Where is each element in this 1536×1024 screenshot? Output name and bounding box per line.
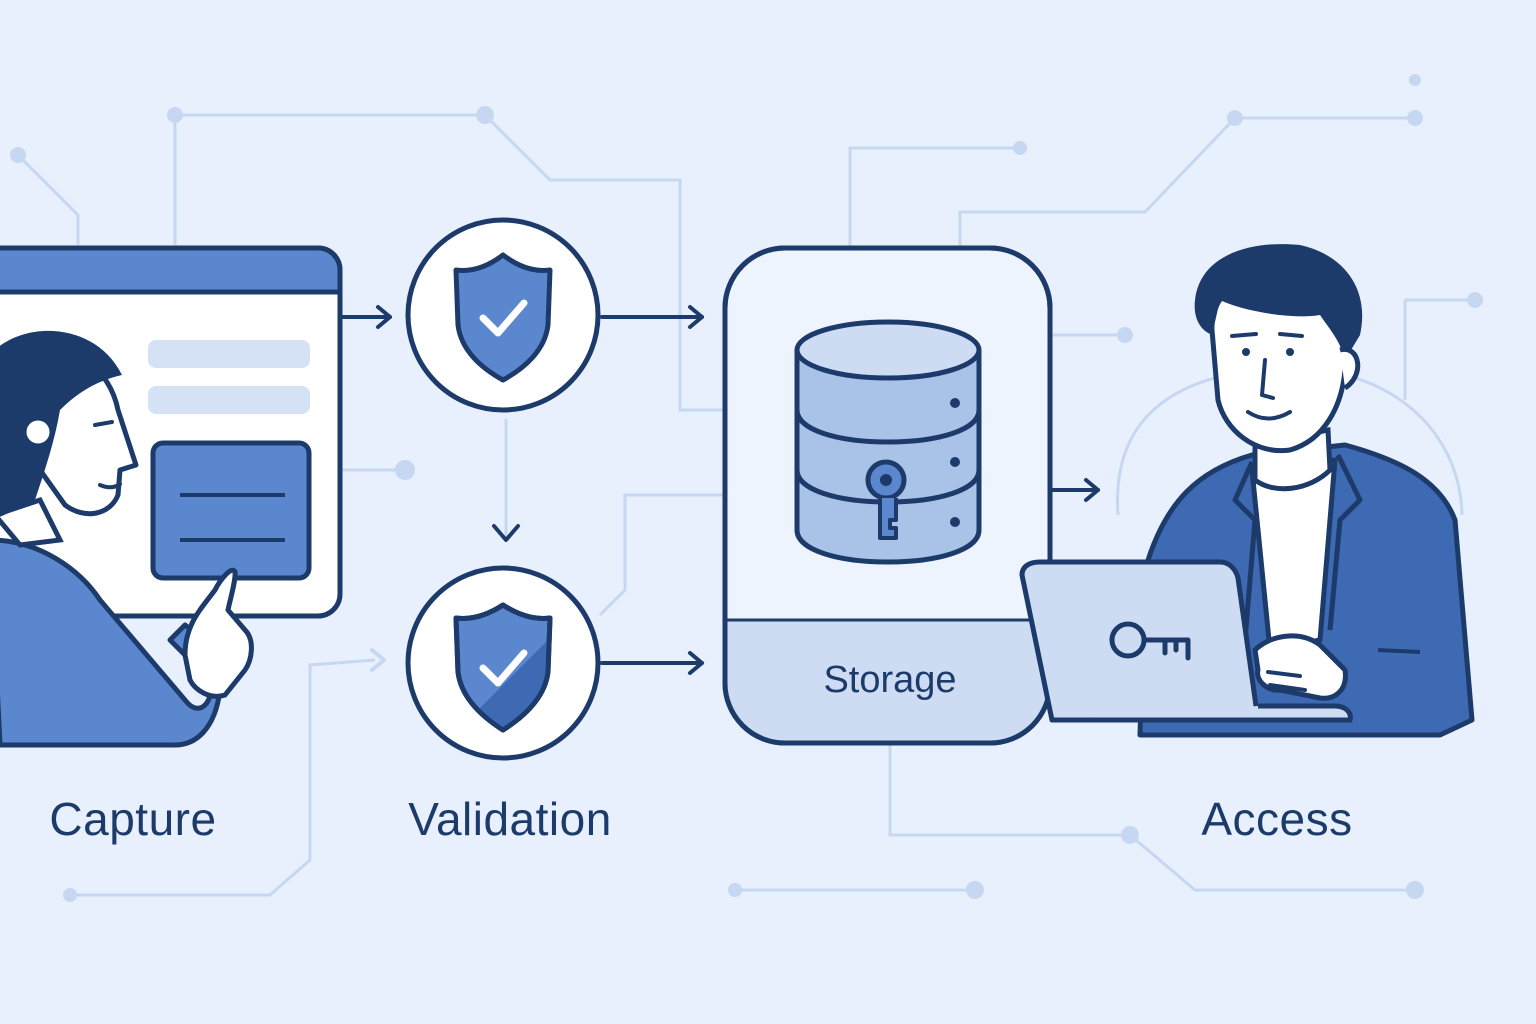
form-submit-panel <box>150 440 312 581</box>
locked-database-icon <box>794 319 982 565</box>
stage-label-access: Access <box>1201 793 1353 845</box>
storage-label: Storage <box>823 659 956 701</box>
validation-shield-top <box>405 217 601 413</box>
keyhole-key-icon <box>865 459 907 540</box>
capture-person <box>0 330 254 748</box>
arrow-inflow-faint <box>370 648 386 672</box>
arrow-validation-down <box>492 418 520 542</box>
flow-arrows <box>340 305 1100 675</box>
stage-label-capture: Capture <box>49 793 217 845</box>
arrow-validation-to-storage-top <box>600 305 704 329</box>
access-illustration <box>1019 244 1475 738</box>
capture-illustration <box>0 245 343 748</box>
form-field-2 <box>148 386 310 414</box>
validation-shield-bottom <box>405 565 601 761</box>
key-icon <box>1109 621 1191 661</box>
arrow-validation-to-storage-bottom <box>600 651 704 675</box>
arrow-storage-to-access <box>1048 478 1100 502</box>
storage-card: Storage <box>722 245 1053 746</box>
shield-check-icon <box>453 252 553 383</box>
arrow-capture-to-validation <box>340 305 392 329</box>
laptop <box>1019 559 1353 723</box>
circuit-nodes <box>10 74 1483 902</box>
stage-label-validation: Validation <box>408 793 612 845</box>
form-field-1 <box>148 340 310 368</box>
